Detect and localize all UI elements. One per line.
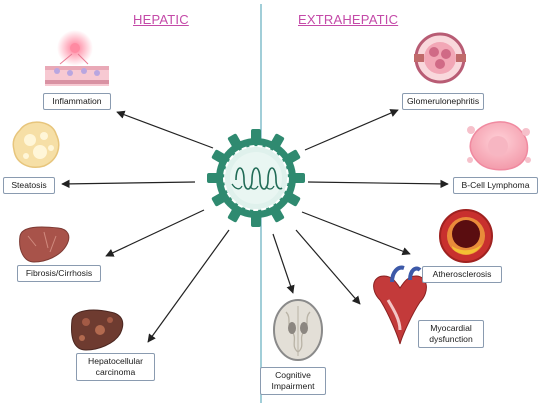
arrow-cognitive — [272, 233, 295, 294]
b-cell-lymphoma-icon — [467, 121, 531, 171]
header-extrahepatic: EXTRAHEPATIC — [298, 12, 399, 27]
label-b-cell-lymphoma: B-Cell Lymphoma — [453, 177, 538, 194]
heart-icon — [373, 265, 427, 345]
hcv-virus-icon — [207, 129, 305, 227]
label-myocardial-line2: dysfunction — [429, 334, 473, 344]
arrow-glomerulonephritis — [304, 109, 399, 151]
arrow-lymphoma — [307, 179, 449, 189]
label-atherosclerosis: Atherosclerosis — [422, 266, 502, 283]
label-cognitive-impairment: Cognitive Impairment — [260, 367, 326, 395]
glomerulus-icon — [414, 32, 466, 84]
steatosis-icon — [12, 121, 60, 168]
arrow-myocardial — [295, 229, 361, 305]
label-hepatocellular-carcinoma: Hepatocellular carcinoma — [76, 353, 155, 381]
artery-plaque-icon — [439, 209, 493, 263]
hcc-liver-icon — [71, 309, 124, 351]
label-cognitive-line1: Cognitive — [275, 370, 311, 380]
label-cognitive-line2: Impairment — [271, 381, 315, 391]
label-myocardial-line1: Myocardial — [430, 323, 472, 333]
arrows — [61, 109, 449, 343]
arrow-hcc — [147, 229, 230, 343]
label-steatosis: Steatosis — [3, 177, 55, 194]
label-fibrosis-cirrhosis: Fibrosis/Cirrhosis — [17, 265, 101, 282]
arrow-steatosis — [61, 179, 196, 189]
arrow-inflammation — [116, 110, 214, 149]
label-inflammation: Inflammation — [43, 93, 111, 110]
arrow-fibrosis — [105, 209, 205, 257]
header-hepatic: HEPATIC — [133, 12, 189, 27]
label-hcc-line2: carcinoma — [95, 367, 136, 377]
label-glomerulonephritis: Glomerulonephritis — [402, 93, 484, 110]
label-hcc-line1: Hepatocellular — [88, 356, 143, 366]
brain-mri-icon — [273, 299, 323, 361]
inflammation-icon — [45, 30, 109, 86]
fibrotic-liver-icon — [19, 226, 70, 263]
label-myocardial-dysfunction: Myocardial dysfunction — [418, 320, 484, 348]
arrow-atherosclerosis — [301, 211, 411, 256]
